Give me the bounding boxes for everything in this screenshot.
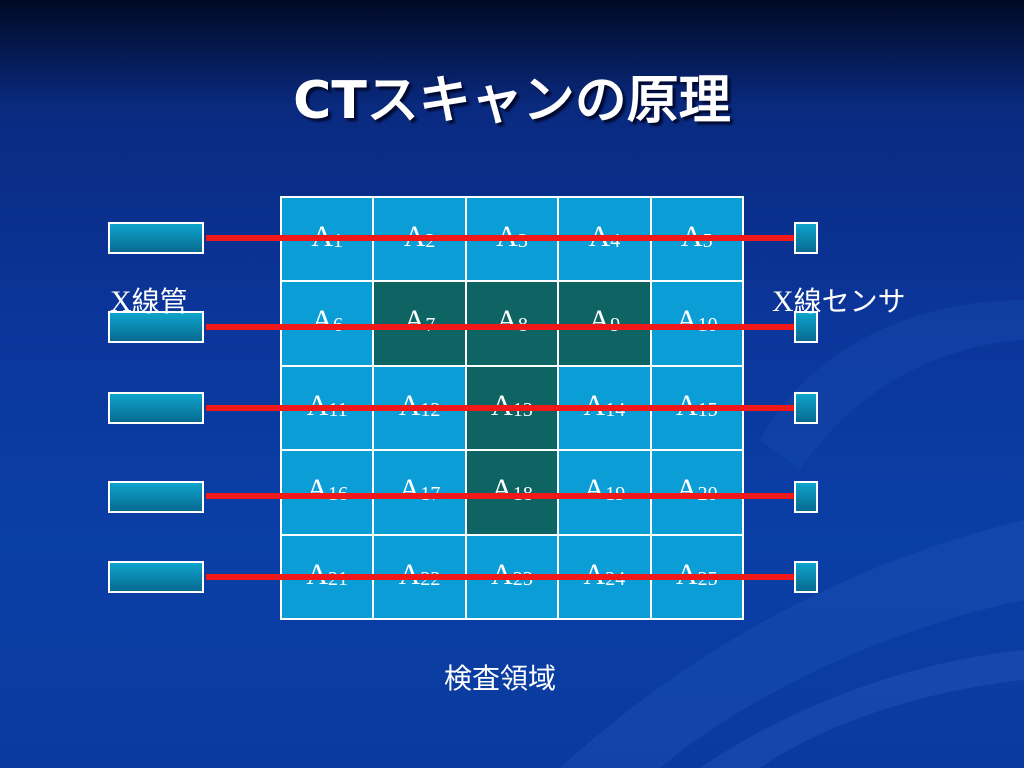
inspection-area-label: 検査領域 [444, 662, 557, 695]
cell-index: 3 [517, 230, 528, 252]
cell-symbol: A [583, 473, 606, 507]
page-title: CTスキャンの原理 [293, 71, 731, 131]
grid-cell-19: A19 [559, 451, 650, 534]
xray-sensor-2 [794, 311, 818, 343]
grid-cell-18: A18 [466, 451, 558, 534]
xray-sensor-3 [794, 392, 818, 424]
xray-beam-3 [206, 405, 794, 411]
xray-tube-1 [108, 222, 204, 254]
cell-symbol: A [306, 473, 329, 507]
cell-index: 4 [610, 230, 621, 252]
cell-index: 2 [425, 230, 436, 252]
cell-symbol: A [675, 304, 698, 338]
xray-sensor-4 [794, 481, 818, 513]
xray-sensor-1 [794, 222, 818, 254]
xray-beam-5 [206, 574, 794, 580]
cell-symbol: A [403, 304, 426, 338]
cell-symbol: A [491, 473, 513, 507]
xray-beam-2 [206, 324, 794, 330]
xray-tube-label: X線管 [110, 285, 188, 318]
cell-symbol: A [496, 304, 518, 338]
grid-cell-9: A9 [559, 282, 650, 365]
xray-sensor-label: X線センサ [772, 285, 906, 318]
cell-symbol: A [675, 473, 698, 507]
cell-index: 5 [702, 230, 713, 252]
cell-symbol: A [398, 473, 421, 507]
cell-index: 1 [333, 230, 344, 252]
xray-beam-1 [206, 235, 794, 241]
grid-cell-7: A7 [374, 282, 465, 365]
cell-symbol: A [311, 304, 334, 338]
xray-tube-3 [108, 392, 204, 424]
xray-tube-4 [108, 481, 204, 513]
xray-tube-2 [108, 311, 204, 343]
cell-symbol: A [588, 304, 611, 338]
xray-tube-5 [108, 561, 204, 593]
xray-beam-4 [206, 493, 794, 499]
xray-sensor-5 [794, 561, 818, 593]
